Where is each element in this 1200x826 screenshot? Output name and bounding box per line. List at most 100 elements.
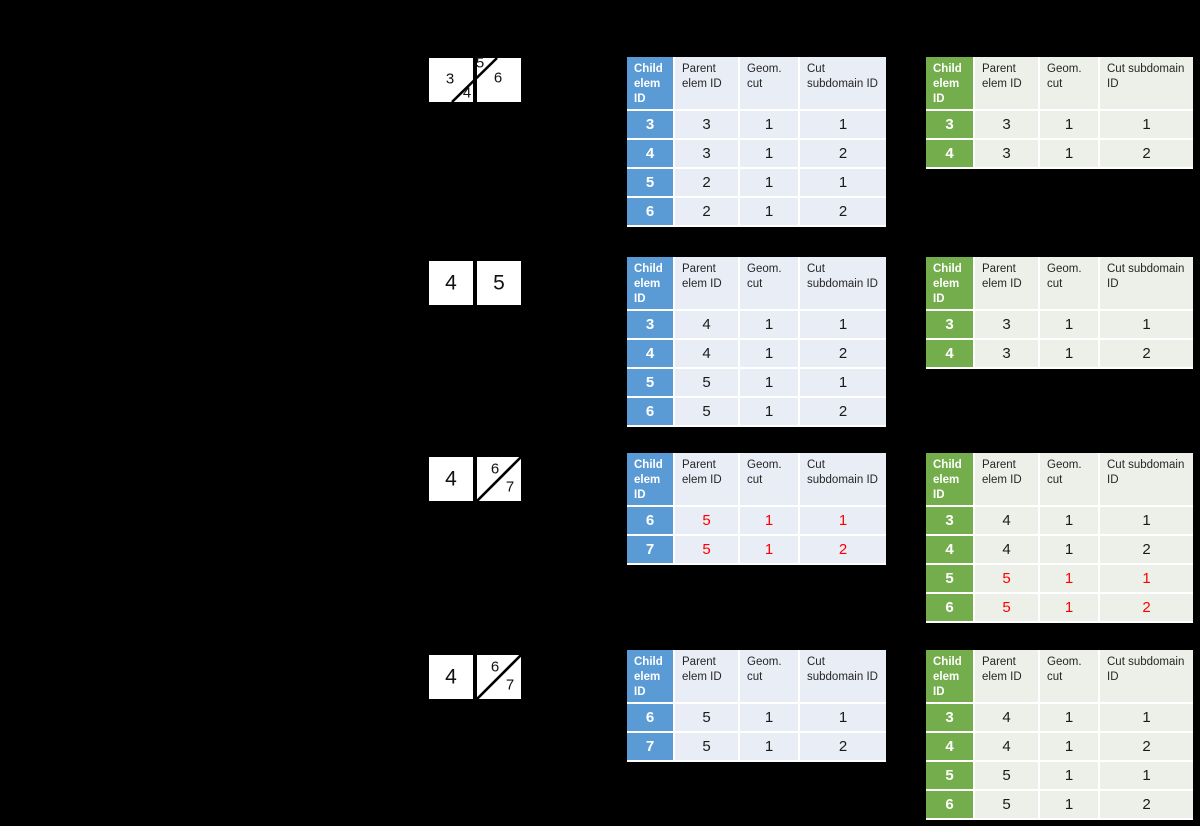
value-cell: 1 <box>800 110 886 140</box>
value-cell: 2 <box>1100 790 1193 820</box>
value-cell: 3 <box>975 339 1040 369</box>
value-cell: 1 <box>1040 564 1100 594</box>
value-cell: 1 <box>1040 506 1100 536</box>
child-elem-id-cell: 4 <box>926 535 975 565</box>
child-elem-id-cell: 3 <box>627 110 675 140</box>
value-cell: 1 <box>1040 310 1100 340</box>
value-cell: 1 <box>800 310 886 340</box>
value-cell: 1 <box>740 368 800 398</box>
child-elem-id-cell: 5 <box>926 761 975 791</box>
cut-line <box>476 456 522 502</box>
element-id-label: 7 <box>505 676 515 694</box>
child-elem-id-cell: 3 <box>926 310 975 340</box>
value-cell: 1 <box>740 703 800 733</box>
column-header-3: Geom. cut <box>1040 257 1100 311</box>
column-header-4: Cut subdomain ID <box>1100 257 1193 311</box>
child-elem-id-cell: 4 <box>926 732 975 762</box>
value-cell: 2 <box>800 535 886 565</box>
value-cell: 1 <box>1100 703 1193 733</box>
value-cell: 3 <box>675 110 740 140</box>
column-header-3: Geom. cut <box>1040 453 1100 507</box>
value-cell: 1 <box>800 168 886 198</box>
value-cell: 1 <box>1100 761 1193 791</box>
column-header-1: Child elem ID <box>926 453 975 507</box>
value-cell: 1 <box>1100 564 1193 594</box>
child-elem-id-cell: 6 <box>926 790 975 820</box>
value-cell: 5 <box>975 790 1040 820</box>
value-cell: 3 <box>975 110 1040 140</box>
column-header-4: Cut subdomain ID <box>1100 650 1193 704</box>
value-cell: 2 <box>1100 732 1193 762</box>
value-cell: 1 <box>740 168 800 198</box>
column-header-2: Parent elem ID <box>675 257 740 311</box>
column-header-4: Cut subdomain ID <box>800 257 886 311</box>
cut-line <box>476 654 522 700</box>
value-cell: 5 <box>675 535 740 565</box>
value-cell: 2 <box>675 168 740 198</box>
value-cell: 1 <box>1100 506 1193 536</box>
element-id-label: 6 <box>490 460 500 478</box>
column-header-1: Child elem ID <box>926 257 975 311</box>
column-header-4: Cut subdomain ID <box>800 57 886 111</box>
child-elem-id-cell: 4 <box>627 139 675 169</box>
column-header-3: Geom. cut <box>740 257 800 311</box>
element-id-label: 6 <box>493 69 503 87</box>
child-elem-id-cell: 7 <box>627 732 675 762</box>
element-id-label: 5 <box>475 54 485 72</box>
value-cell: 1 <box>740 339 800 369</box>
child-elem-id-cell: 7 <box>627 535 675 565</box>
column-header-1: Child elem ID <box>627 57 675 111</box>
column-header-3: Geom. cut <box>740 650 800 704</box>
column-header-1: Child elem ID <box>926 57 975 111</box>
column-header-2: Parent elem ID <box>675 650 740 704</box>
value-cell: 2 <box>1100 139 1193 169</box>
cut-line-layer <box>451 57 498 103</box>
value-cell: 1 <box>1040 110 1100 140</box>
element-id-label: 4 <box>445 665 457 689</box>
element-id-label: 5 <box>493 271 505 295</box>
value-cell: 5 <box>975 593 1040 623</box>
value-cell: 5 <box>675 732 740 762</box>
element-id-label: 6 <box>490 658 500 676</box>
value-cell: 2 <box>1100 593 1193 623</box>
value-cell: 5 <box>675 506 740 536</box>
value-cell: 5 <box>975 761 1040 791</box>
value-cell: 1 <box>740 310 800 340</box>
value-cell: 1 <box>1040 790 1100 820</box>
element-id-label: 4 <box>462 84 472 102</box>
mesh-element-square <box>429 261 473 305</box>
value-cell: 5 <box>675 368 740 398</box>
column-header-3: Geom. cut <box>1040 57 1100 111</box>
column-header-2: Parent elem ID <box>975 650 1040 704</box>
child-elem-id-cell: 5 <box>627 368 675 398</box>
